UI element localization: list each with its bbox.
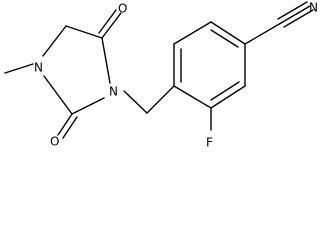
bond-n3-c2 (71, 97, 105, 115)
atom-label-o-bottom: O (50, 135, 59, 149)
bond-ch2-c5 (65, 25, 103, 39)
bond-cn-triple-c (283, 9, 314, 28)
atom-label-n3: N (109, 85, 118, 99)
bond-ring-c1-c2 (173, 85, 212, 109)
bond-cn-triple-b (277, 1, 308, 20)
bond-ring-inner-bottom (210, 81, 240, 101)
bond-methyl-n1 (4, 63, 34, 74)
bond-n1-ch2 (42, 25, 67, 57)
bond-ring-c2-c3 (210, 85, 246, 109)
bond-ring-c4-c5 (210, 21, 246, 45)
bond-ring-inner-top (210, 29, 239, 48)
atom-label-n1: N (34, 61, 43, 75)
bond-cn-triple-a (280, 5, 311, 24)
bond-c2-o-bottom-b (62, 116, 78, 139)
bond-benzyl-ch2-ring (146, 85, 175, 114)
atom-label-o-top: O (118, 2, 127, 16)
bond-c2-n1 (43, 75, 73, 115)
bond-c5-o-top-b (98, 9, 117, 34)
bond-n3-benzyl-ch2 (123, 90, 148, 114)
atom-label-f: F (206, 136, 213, 150)
bond-c5-n3 (101, 37, 111, 84)
bond-ring-c5-c6 (173, 21, 212, 45)
bond-ring-cn (244, 22, 282, 45)
bond-c5-o-top-a (101, 12, 122, 39)
molecule-structure-diagram: N N O O F N (4, 1, 318, 150)
atom-label-n-nitrile: N (309, 1, 318, 15)
bond-c2-o-bottom-a (57, 113, 73, 136)
